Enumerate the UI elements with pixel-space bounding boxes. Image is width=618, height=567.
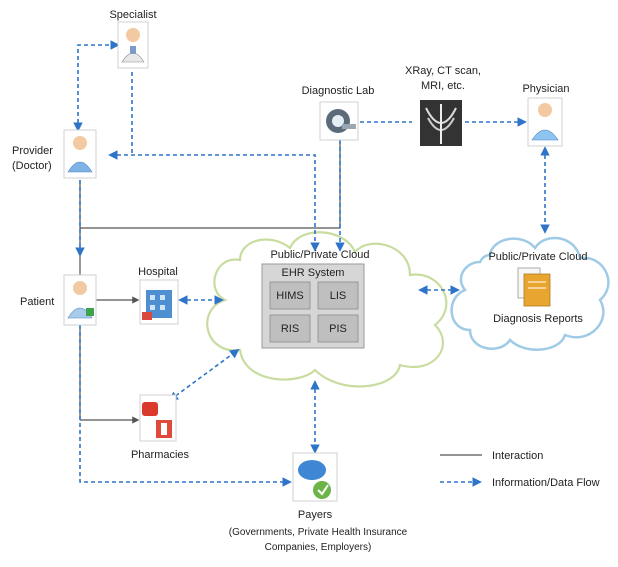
xray-label-line2: MRI, etc.: [421, 80, 465, 92]
specialist-icon: [117, 21, 149, 69]
main-cloud-title: Public/Private Cloud: [270, 249, 369, 261]
hospital-icon: [139, 279, 179, 325]
xray-label-line1: XRay, CT scan,: [405, 65, 481, 77]
payers-sub-line2: Companies, Employers): [265, 542, 372, 553]
module-box: [269, 281, 311, 310]
ehr-system-label: EHR System: [282, 267, 345, 279]
pharmacy-cloud-flow: [168, 348, 240, 402]
reports-cloud-caption: Diagnosis Reports: [493, 313, 583, 325]
hospital-label: Hospital: [138, 266, 178, 278]
mri-machine-icon: [319, 101, 359, 141]
module-box: [317, 281, 359, 310]
provider-icon: [63, 129, 97, 179]
legend-dataflow-label: Information/Data Flow: [492, 477, 600, 489]
physician-label: Physician: [522, 83, 569, 95]
legend-interaction-label: Interaction: [492, 450, 543, 462]
provider-cloud-flow: [108, 150, 320, 252]
patient-label: Patient: [20, 296, 54, 308]
pharmacies-label: Pharmacies: [131, 449, 190, 461]
physician-icon: [527, 97, 563, 147]
reports-cloud-title: Public/Private Cloud: [488, 251, 587, 263]
provider-specialist-flow: [73, 40, 120, 132]
ehr-system-box: [261, 263, 365, 349]
patient-icon: [63, 274, 97, 326]
diagnostic-lab-label: Diagnostic Lab: [302, 85, 375, 97]
specialist-label: Specialist: [109, 9, 156, 21]
provider-label-line2: (Doctor): [12, 160, 52, 172]
module-box: [317, 314, 359, 343]
provider-label-line1: Provider: [12, 145, 53, 157]
diagnosis-reports-icon: [517, 267, 551, 307]
patient-payers-flow: [79, 325, 292, 487]
payers-label: Payers: [298, 509, 333, 521]
module-himss: HIMS: [276, 290, 304, 302]
module-box: [269, 314, 311, 343]
payers-icon: [292, 452, 338, 502]
pharmacy-icon: [139, 394, 177, 442]
module-ris: RIS: [281, 323, 299, 335]
xray-icon: [420, 100, 462, 146]
module-pis: PIS: [329, 323, 347, 335]
patient-lab-line: [80, 140, 341, 229]
module-lis: LIS: [330, 290, 347, 302]
payers-sub-line1: (Governments, Private Health Insurance: [229, 527, 408, 538]
dataflow-lines: [73, 40, 550, 487]
